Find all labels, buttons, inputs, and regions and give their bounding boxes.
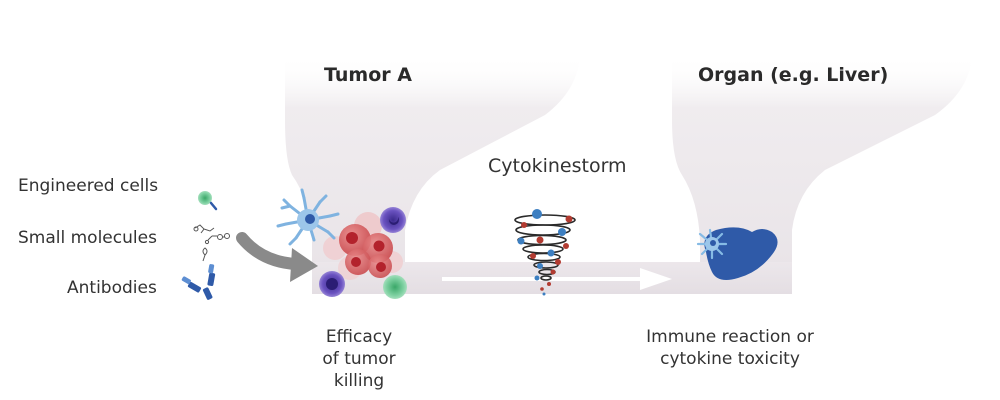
organ-funnel [672, 55, 972, 268]
organ-caption-line: cytokine toxicity [660, 349, 800, 369]
tumor-cell-cluster [319, 207, 407, 299]
tumor-funnel [285, 55, 580, 268]
delivery-arrow [236, 232, 318, 282]
liver-icon [704, 227, 778, 280]
tumor-title: Tumor A [324, 64, 412, 86]
organ-caption-line: Immune reaction or [646, 327, 814, 347]
small-molecules-label: Small molecules [18, 228, 157, 248]
transit-arrow [442, 268, 672, 290]
immune-cell-icon [276, 188, 340, 246]
cytokine-storm-icon [514, 209, 576, 296]
green-cell-icon [383, 275, 407, 299]
purple-cell-icon [319, 271, 345, 297]
purple-cell-icon [380, 207, 406, 233]
organ-caption: Immune reaction or cytokine toxicity [620, 326, 840, 370]
tumor-caption: Efficacy of tumor killing [304, 326, 414, 392]
antibody-icon [181, 264, 216, 300]
tumor-caption-line: Efficacy [325, 327, 393, 347]
small-molecule-icon [193, 224, 230, 262]
tumor-cell-red [368, 254, 392, 278]
organ-title: Organ (e.g. Liver) [698, 64, 889, 86]
tumor-caption-line: of tumor [322, 349, 396, 369]
engineered-cell-icon [198, 191, 218, 211]
cytokine-storm-title: Cytokinestorm [488, 155, 627, 177]
liver-immune-cell-icon [696, 228, 728, 260]
engineered-cells-label: Engineered cells [18, 176, 159, 196]
antibodies-label: Antibodies [67, 278, 157, 298]
tumor-cell-red [345, 249, 371, 275]
tumor-caption-line: killing [333, 371, 385, 391]
